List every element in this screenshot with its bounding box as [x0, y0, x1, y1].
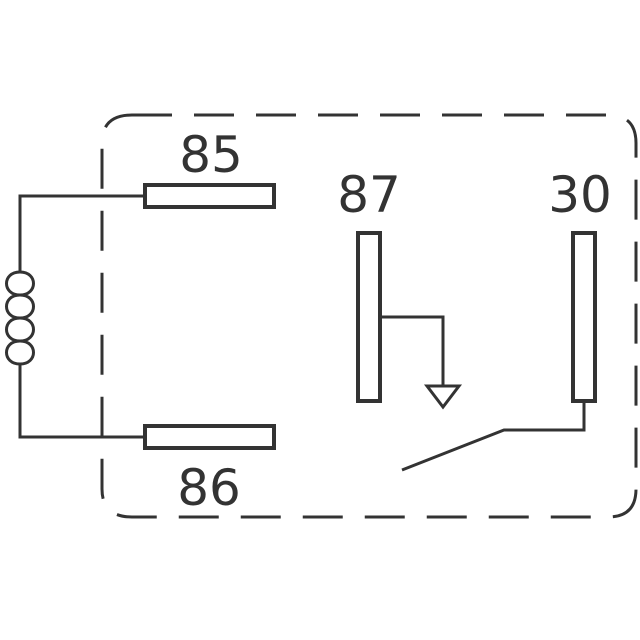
coil-wire [18, 194, 145, 439]
pin-85-label: 85 [179, 126, 243, 184]
switch-arm [401, 401, 586, 472]
relay-housing-outline [100, 113, 638, 519]
coil-winding [5, 270, 35, 366]
terminal-85 [143, 183, 276, 209]
pin-30-label: 30 [548, 166, 612, 224]
ground-wire [380, 315, 445, 386]
ground-symbol [423, 384, 463, 410]
coil [5, 194, 145, 439]
terminal-86 [143, 424, 276, 450]
terminal-30 [571, 231, 597, 403]
pin-86-label: 86 [177, 459, 241, 517]
terminal-87 [356, 231, 382, 403]
pin-87-label: 87 [337, 166, 401, 224]
